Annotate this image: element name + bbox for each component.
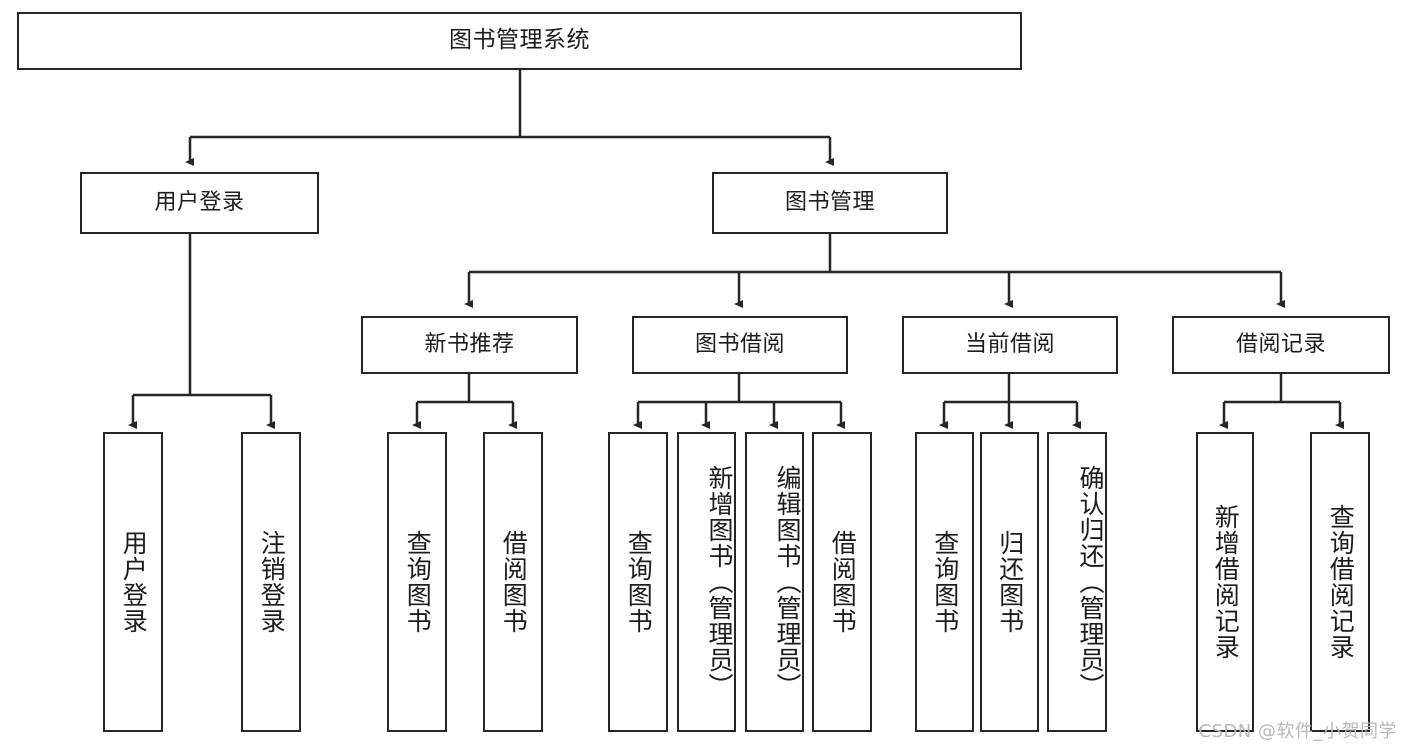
node-book-borrow[interactable]: 图书借阅 [632,316,848,374]
leaf-query-borrow-record[interactable]: 查询借阅记录 [1310,432,1370,732]
node-borrow-record[interactable]: 借阅记录 [1172,316,1390,374]
leaf-query-book-borrow[interactable]: 查询图书 [608,432,668,732]
leaf-add-borrow-record[interactable]: 新增借阅记录 [1196,432,1254,732]
leaf-edit-book-admin[interactable]: 编辑图书（管理员） [745,432,804,732]
leaf-user-login[interactable]: 用户登录 [103,432,163,732]
node-user-login[interactable]: 用户登录 [80,172,319,234]
node-current-borrow[interactable]: 当前借阅 [902,316,1118,374]
node-book-management[interactable]: 图书管理 [712,172,948,234]
leaf-borrow-book[interactable]: 借阅图书 [812,432,872,732]
leaf-query-book-current[interactable]: 查询图书 [915,432,974,732]
leaf-logout-login[interactable]: 注销登录 [241,432,301,732]
leaf-add-book-admin[interactable]: 新增图书（管理员） [677,432,736,732]
node-new-book-recommend[interactable]: 新书推荐 [361,316,578,374]
leaf-borrow-book-recommend[interactable]: 借阅图书 [483,432,543,732]
leaf-query-book-recommend[interactable]: 查询图书 [387,432,447,732]
node-root[interactable]: 图书管理系统 [17,12,1022,70]
leaf-confirm-return-admin[interactable]: 确认归还（管理员） [1047,432,1107,732]
leaf-return-book[interactable]: 归还图书 [980,432,1039,732]
watermark-text: CSDN @软件_小贺同学 [1198,721,1397,742]
